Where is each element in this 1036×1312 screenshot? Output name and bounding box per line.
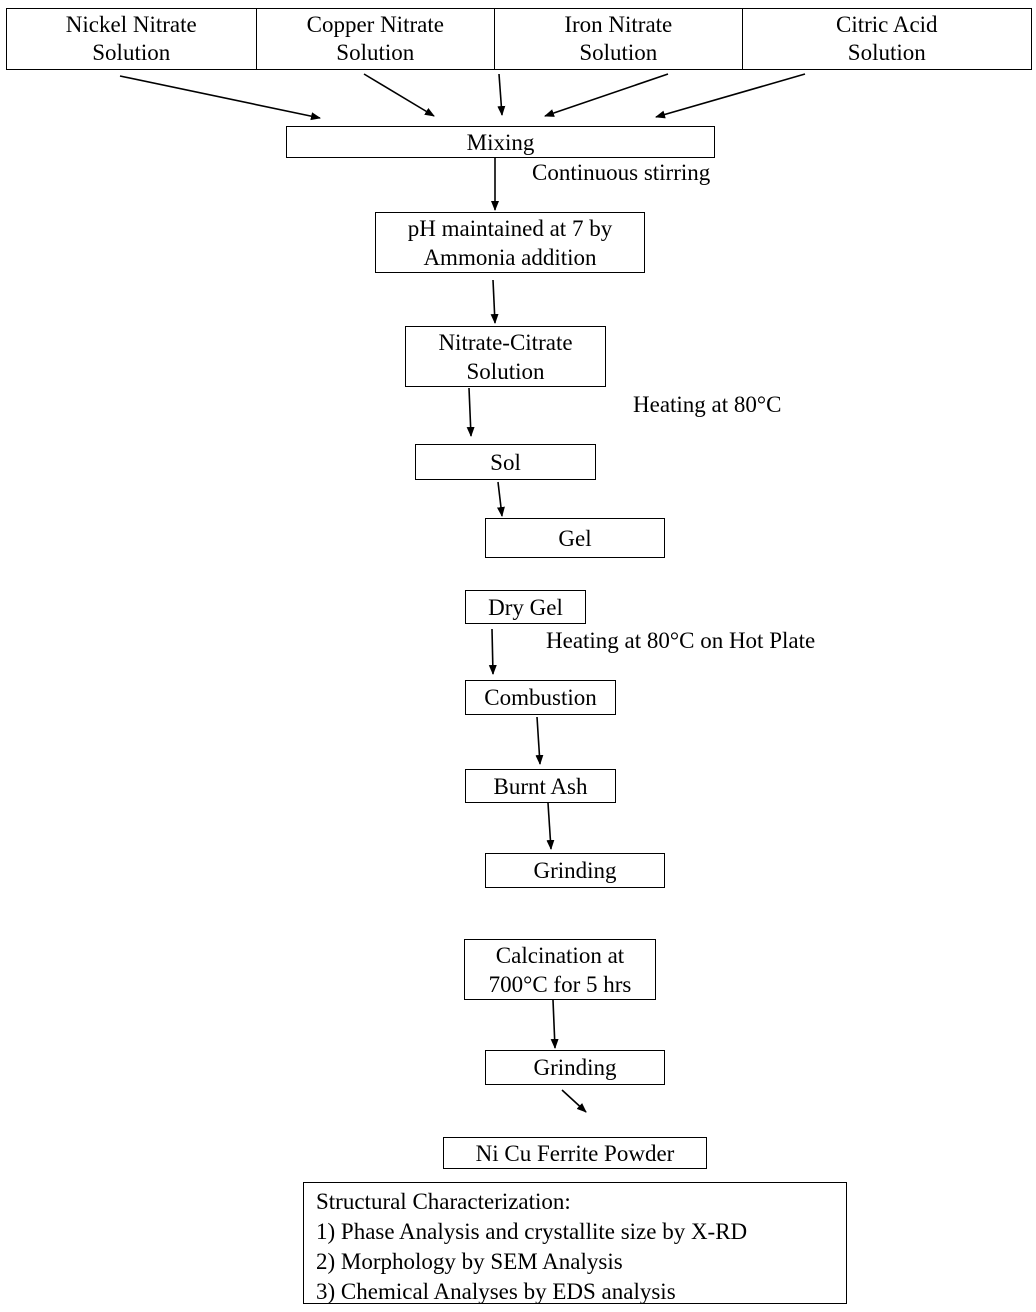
nickel-nitrate-line2: Solution xyxy=(92,40,171,65)
copper-nitrate-box: Copper Nitrate Solution xyxy=(257,9,496,69)
ph-box: pH maintained at 7 by Ammonia addition xyxy=(375,212,645,273)
nickel-nitrate-line1: Nickel Nitrate xyxy=(65,12,197,37)
heating-annotation-2: Heating at 80°C on Hot Plate xyxy=(546,628,816,653)
characterization-item-2: 2) Morphology by SEM Analysis xyxy=(316,1249,623,1274)
characterization-item-3: 3) Chemical Analyses by EDS analysis xyxy=(316,1279,676,1304)
characterization-box: Structural Characterization: 1) Phase An… xyxy=(303,1182,847,1304)
arrow-copper-to-mixing xyxy=(363,73,435,117)
calcination-box: Calcination at 700°C for 5 hrs xyxy=(464,939,656,1000)
mixing-box: Mixing xyxy=(286,126,715,158)
dry-gel-label: Dry Gel xyxy=(488,594,563,620)
arrow-nickel-to-mixing xyxy=(119,75,321,121)
input-solutions-row: Nickel Nitrate Solution Copper Nitrate S… xyxy=(6,8,1032,70)
grinding-label-1: Grinding xyxy=(533,858,617,883)
arrow-sol-to-gel xyxy=(496,481,505,517)
arrow-citric-to-mixing-b xyxy=(655,73,806,119)
copper-nitrate-line2: Solution xyxy=(336,40,415,65)
stirring-annotation: Continuous stirring xyxy=(532,160,711,185)
copper-nitrate-line1: Copper Nitrate xyxy=(306,12,444,37)
combustion-label: Combustion xyxy=(484,685,597,710)
ph-line2: Ammonia addition xyxy=(423,244,597,270)
nickel-nitrate-box: Nickel Nitrate Solution xyxy=(7,9,257,69)
arrow-iron-to-mixing xyxy=(497,73,506,116)
grinding-box-2: Grinding xyxy=(485,1050,665,1085)
burnt-ash-label: Burnt Ash xyxy=(493,773,588,799)
characterization-title: Structural Characterization: xyxy=(316,1189,571,1214)
citric-acid-line1: Citric Acid xyxy=(835,12,938,37)
arrow-citric-to-mixing-a xyxy=(544,73,669,117)
arrow-grinding-to-powder xyxy=(561,1089,587,1113)
powder-box: Ni Cu Ferrite Powder xyxy=(443,1137,707,1169)
iron-nitrate-line1: Iron Nitrate xyxy=(564,12,673,37)
combustion-box: Combustion xyxy=(465,680,616,715)
iron-nitrate-line2: Solution xyxy=(579,40,658,65)
citric-acid-line2: Solution xyxy=(847,40,926,65)
burnt-ash-box: Burnt Ash xyxy=(465,769,616,803)
calcination-line1: Calcination at xyxy=(495,942,625,968)
arrow-ash-to-grinding xyxy=(546,802,555,850)
grinding-label-2: Grinding xyxy=(533,1055,617,1080)
arrow-ph-to-nitrate xyxy=(490,279,499,324)
calcination-line2: 700°C for 5 hrs xyxy=(488,971,632,997)
gel-label: Gel xyxy=(558,525,592,551)
mixing-label: Mixing xyxy=(466,129,535,155)
grinding-box-1: Grinding xyxy=(485,853,665,888)
powder-label: Ni Cu Ferrite Powder xyxy=(475,1140,675,1166)
ph-line1: pH maintained at 7 by xyxy=(407,215,613,241)
arrow-combustion-to-ash xyxy=(535,716,544,765)
arrow-calcination-to-grinding xyxy=(550,999,559,1049)
arrow-nitrate-to-sol xyxy=(466,387,475,437)
iron-nitrate-box: Iron Nitrate Solution xyxy=(495,9,743,69)
nitrate-citrate-line2: Solution xyxy=(466,358,545,384)
nitrate-citrate-line1: Nitrate-Citrate xyxy=(438,329,573,355)
arrow-drygel-to-combustion xyxy=(488,628,497,675)
dry-gel-box: Dry Gel xyxy=(465,590,586,624)
sol-box: Sol xyxy=(415,444,596,480)
nitrate-citrate-box: Nitrate-Citrate Solution xyxy=(405,326,606,387)
heating-annotation-1: Heating at 80°C xyxy=(633,392,782,417)
citric-acid-box: Citric Acid Solution xyxy=(743,9,1031,69)
gel-box: Gel xyxy=(485,518,665,558)
characterization-item-1: 1) Phase Analysis and crystallite size b… xyxy=(316,1219,748,1244)
sol-label: Sol xyxy=(490,449,521,475)
